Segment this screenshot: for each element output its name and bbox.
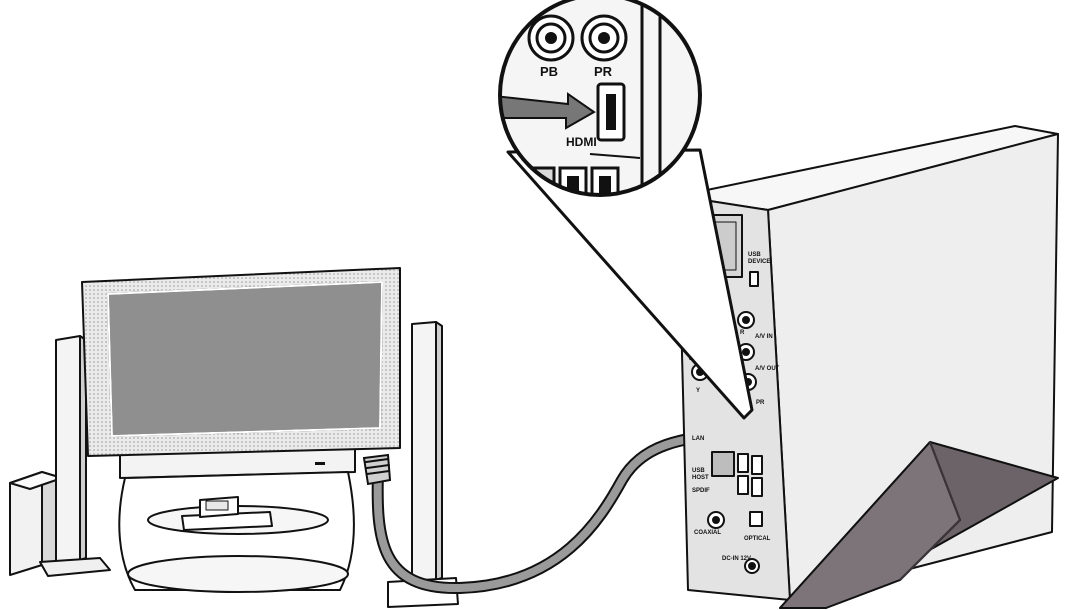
- zoom-label-pr: PR: [594, 64, 613, 79]
- hdmi-plug-tv-end: [364, 455, 390, 484]
- flat-screen-tv: [82, 268, 400, 456]
- label-lan: LAN: [692, 436, 704, 442]
- label-dc-in: DC-IN 12V: [722, 556, 751, 562]
- zoom-label-pb: PB: [540, 64, 558, 79]
- label-pr: PR: [756, 400, 765, 406]
- zoom-callout: PB PR HDMI: [490, 0, 752, 418]
- zoom-rca-pr: [582, 16, 626, 60]
- zoom-rca-pb: [529, 16, 573, 60]
- zoom-hdmi-port: [598, 84, 624, 140]
- zoom-label-hdmi: HDMI: [566, 135, 597, 149]
- label-r: R: [740, 330, 745, 336]
- label-av-out: A/V OUT: [755, 366, 780, 372]
- label-optical: OPTICAL: [744, 536, 771, 542]
- small-speaker: [10, 472, 62, 575]
- label-coaxial: COAXIAL: [694, 530, 721, 536]
- label-spdif: SPDIF: [692, 488, 710, 494]
- label-y: Y: [696, 388, 700, 394]
- tv-stand: [119, 448, 355, 592]
- label-av-in: A/V IN: [755, 334, 773, 340]
